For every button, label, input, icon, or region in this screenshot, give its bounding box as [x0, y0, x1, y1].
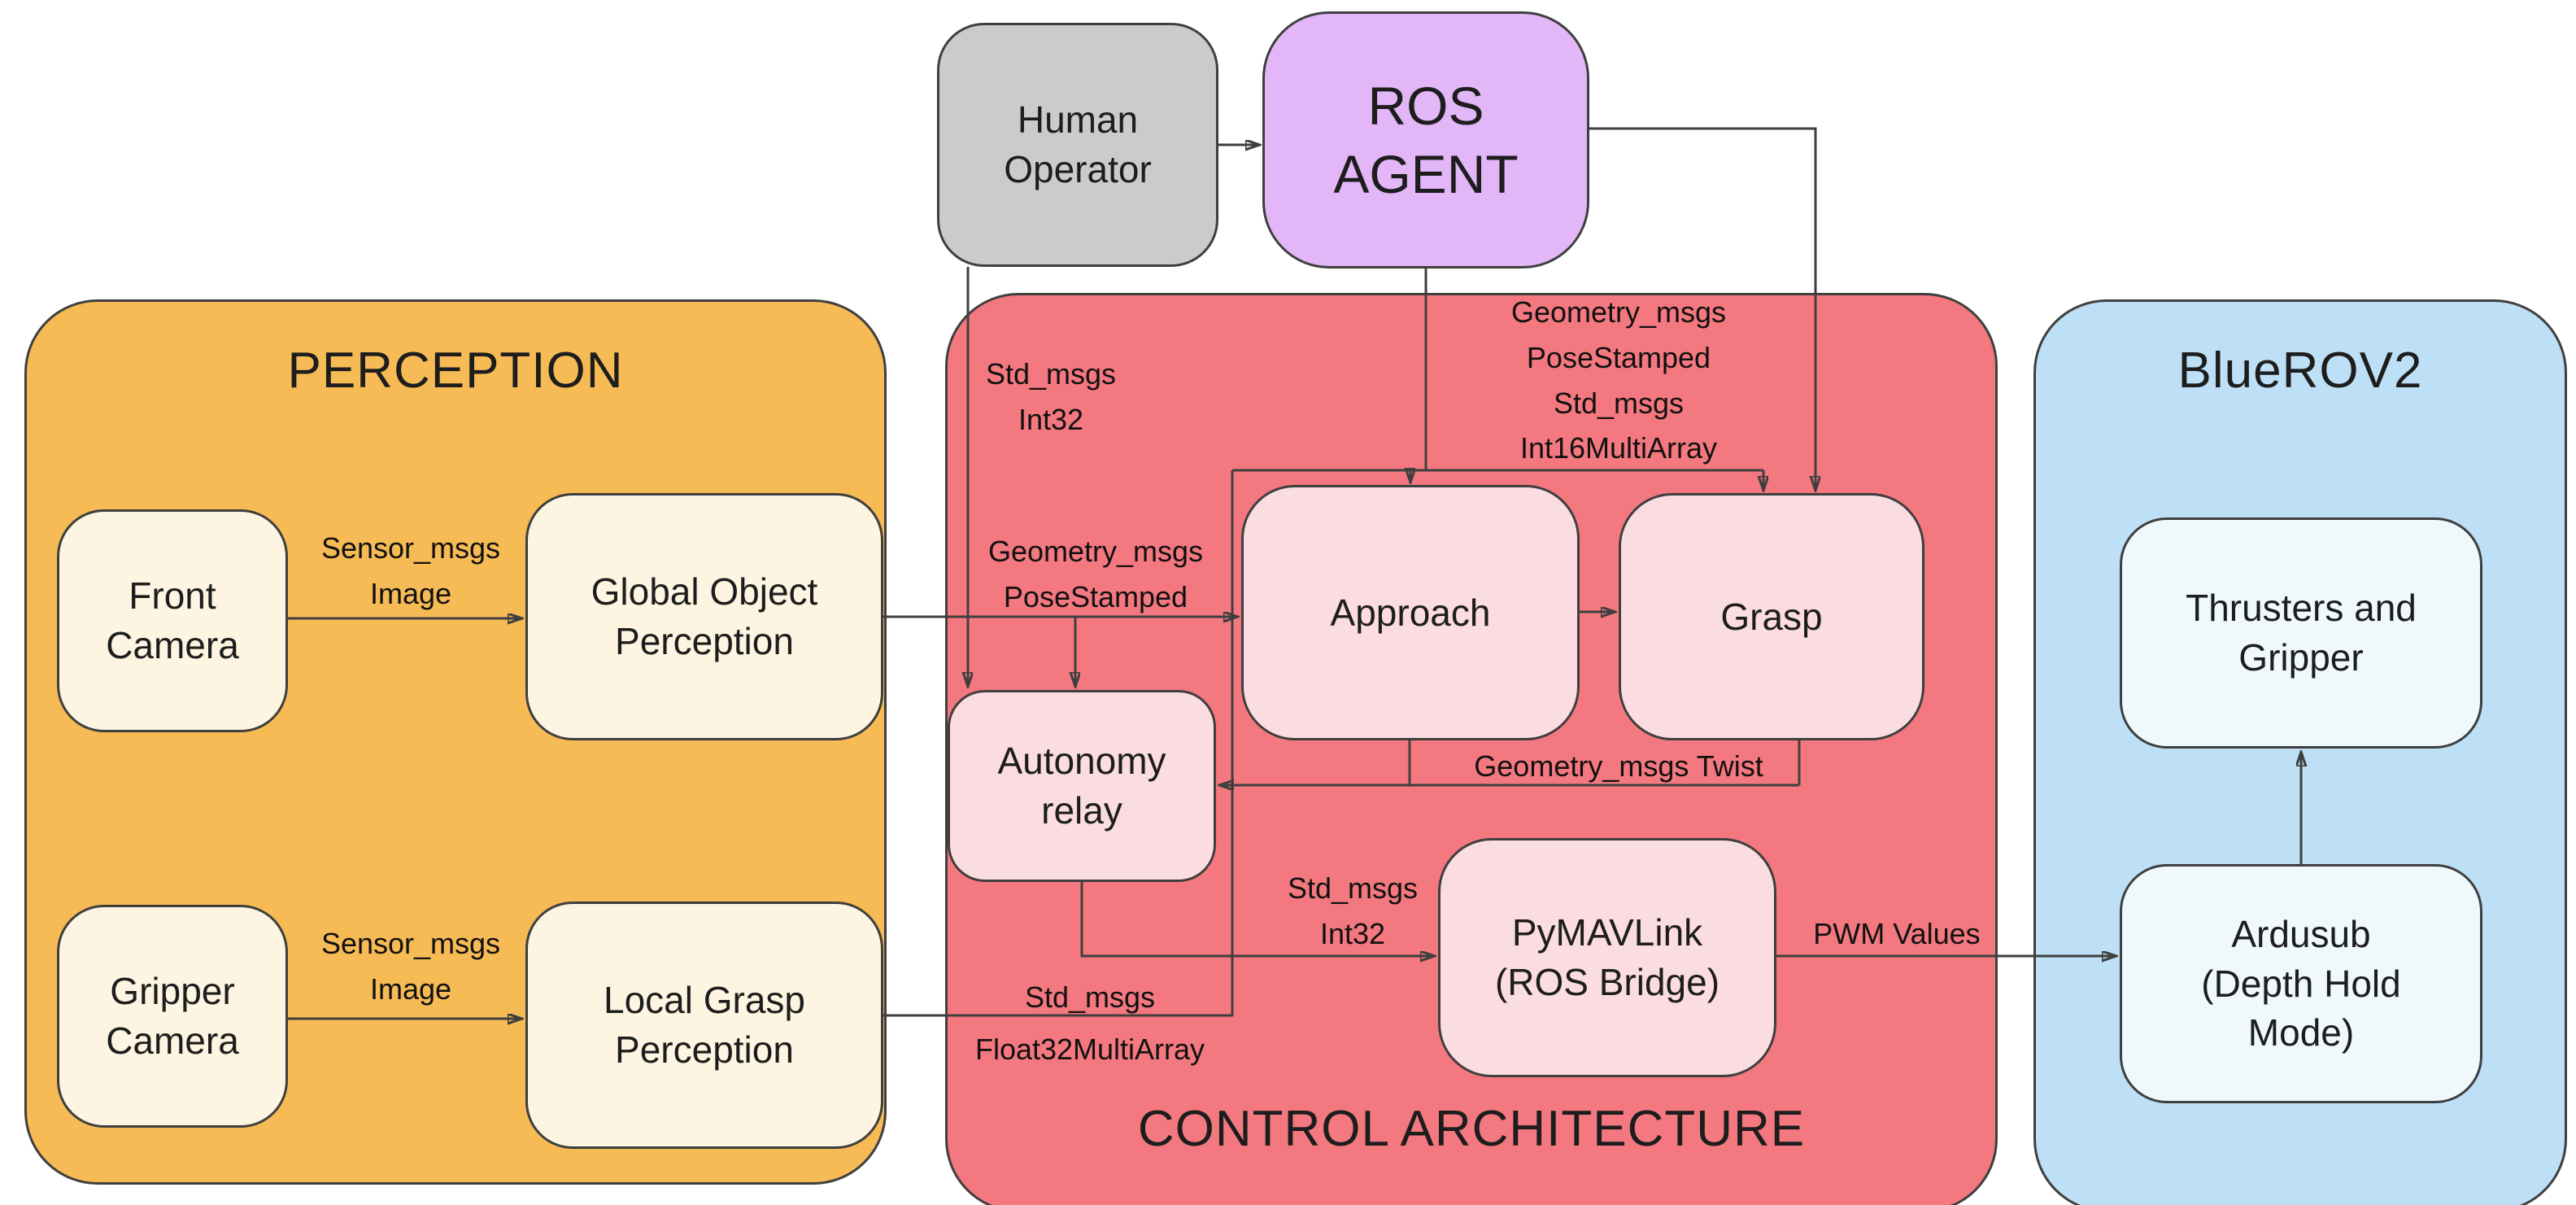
node-thrusters-and-gripper: Thrusters and Gripper [2120, 517, 2482, 749]
node-human-operator-label: Human Operator [1004, 98, 1152, 190]
edge-label-std-msgs-float32-line2: Float32MultiArray [974, 1033, 1205, 1066]
edge-behavior-twist-stubs [1408, 740, 1801, 785]
node-autonomy-relay: Autonomy relay [948, 690, 1216, 882]
node-ros-agent-label: ROS AGENT [1333, 75, 1519, 204]
node-human-operator: Human Operator [937, 23, 1218, 267]
node-grasp: Grasp [1619, 493, 1924, 740]
node-local-grasp-perception-label: Local Grasp Perception [603, 979, 805, 1071]
control-architecture-title: CONTROL ARCHITECTURE [1137, 1101, 1806, 1157]
node-front-camera-label: Front Camera [106, 574, 239, 666]
edge-label-std-msgs-float32-line1: Std_msgs [1024, 980, 1156, 1014]
edge-label-std-msgs-int32-relay: Std_msgs Int32 [1287, 871, 1419, 950]
node-gripper-camera: Gripper Camera [57, 905, 288, 1128]
node-pymavlink-ros-bridge: PyMAVLink (ROS Bridge) [1438, 838, 1776, 1077]
edge-label-geometry-msgs-posestamped: Geometry_msgs PoseStamped [987, 535, 1204, 613]
edge-local-to-bus [883, 470, 1234, 1017]
edge-label-sensor-msgs-image-front: Sensor_msgs Image [320, 531, 501, 610]
edge-relay-to-pymavlink [1080, 882, 1434, 956]
edge-label-agent-topics: Geometry_msgs PoseStamped Std_msgs Int16… [1510, 295, 1727, 465]
node-gripper-camera-label: Gripper Camera [106, 970, 239, 1062]
node-autonomy-relay-label: Autonomy relay [997, 740, 1166, 832]
node-ardusub: Ardusub (Depth Hold Mode) [2120, 864, 2482, 1103]
node-ros-agent: ROS AGENT [1262, 11, 1589, 269]
node-front-camera: Front Camera [57, 509, 288, 732]
node-approach-label: Approach [1330, 591, 1491, 634]
edge-label-std-msgs-int32-operator: Std_msgs Int32 [985, 357, 1117, 436]
node-global-object-perception: Global Object Perception [525, 493, 883, 740]
node-approach: Approach [1241, 485, 1580, 740]
bluerov2-title: BlueROV2 [2177, 343, 2423, 399]
edge-agent-right-to-grasp [1589, 127, 1815, 490]
node-grasp-label: Grasp [1720, 595, 1823, 638]
node-local-grasp-perception: Local Grasp Perception [525, 902, 883, 1149]
node-pymavlink-label: PyMAVLink (ROS Bridge) [1494, 911, 1720, 1003]
perception-title: PERCEPTION [287, 343, 624, 399]
edge-label-pwm-values: PWM Values [1813, 917, 1981, 950]
node-global-object-perception-label: Global Object Perception [591, 570, 818, 662]
edge-label-sensor-msgs-image-gripper: Sensor_msgs Image [320, 927, 501, 1006]
node-ardusub-label: Ardusub (Depth Hold Mode) [2201, 912, 2401, 1054]
node-thrusters-label: Thrusters and Gripper [2186, 587, 2417, 679]
edge-label-geometry-msgs-twist: Geometry_msgs Twist [1474, 749, 1763, 783]
